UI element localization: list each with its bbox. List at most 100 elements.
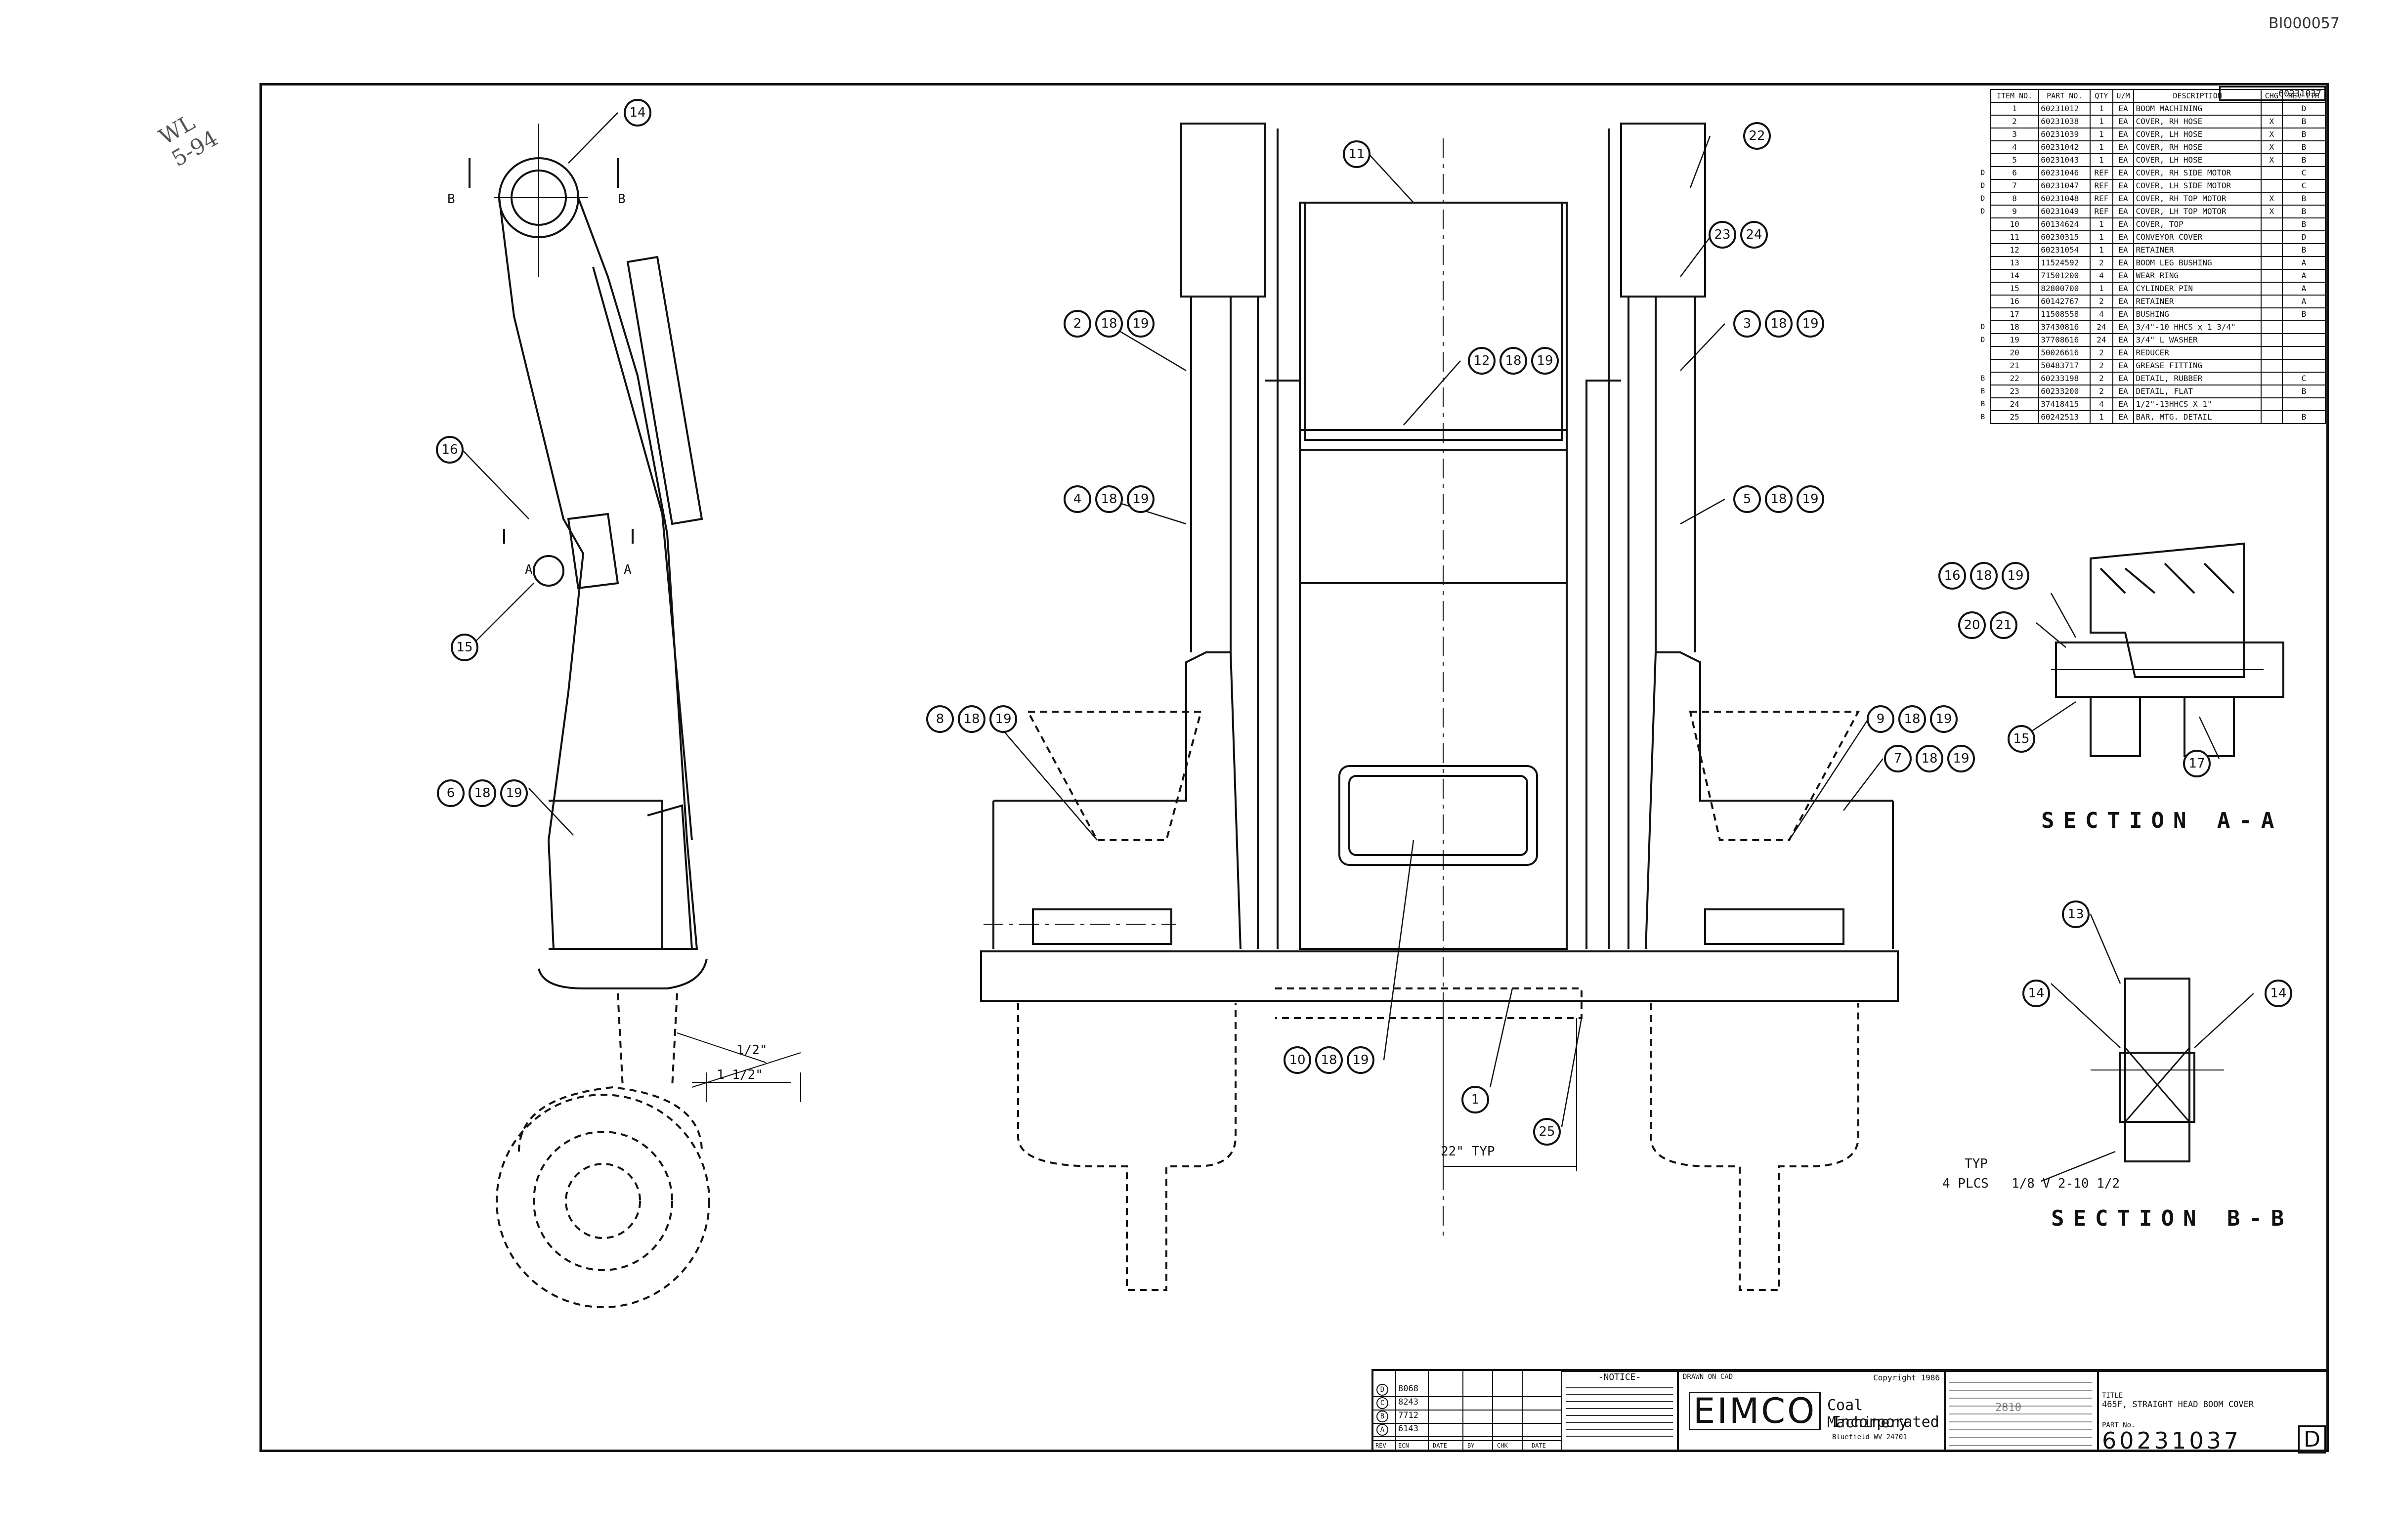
bom-item-no: 17 — [1989, 307, 2040, 321]
bom-chg: X — [2260, 115, 2283, 128]
revision-header-cell: BY — [1467, 1442, 1475, 1449]
bom-rev-mark — [1976, 115, 1990, 128]
bom-description: CYLINDER PIN — [2133, 282, 2262, 296]
bom-header-desc: DESCRIPTION — [2133, 89, 2262, 103]
bom-rev-ltr — [2281, 320, 2326, 334]
bill-of-materials-table: ITEM NO. PART NO. QTY U/M DESCRIPTION CH… — [1976, 89, 2326, 424]
bom-rev-mark: D — [1980, 336, 1985, 344]
bom-item-no: 7 — [1989, 179, 2040, 193]
bom-part-no: 60134624 — [2038, 217, 2091, 231]
copyright-text: Copyright 1986 — [1873, 1373, 1940, 1382]
bom-qty: 1 — [2090, 140, 2113, 154]
bom-rev-mark — [1976, 346, 1990, 359]
bom-rev-ltr — [2281, 333, 2326, 347]
bom-um: EA — [2112, 205, 2135, 218]
front-view — [980, 123, 1899, 1291]
bom-um: EA — [2112, 410, 2135, 424]
bom-item-no: 2 — [1989, 115, 2040, 128]
callout-2: 2 — [1064, 310, 1091, 338]
bom-rev-ltr — [2281, 346, 2326, 360]
bom-rev-ltr: B — [2281, 410, 2326, 424]
bom-qty: 1 — [2090, 282, 2113, 296]
bom-header-row: ITEM NO. PART NO. QTY U/M DESCRIPTION CH… — [1976, 89, 2326, 103]
bom-rev-mark: D — [1980, 208, 1985, 215]
bom-rev-ltr — [2281, 359, 2326, 373]
bom-description: WEAR RING — [2133, 269, 2262, 283]
bom-chg: X — [2260, 192, 2283, 206]
bom-qty: 24 — [2090, 333, 2113, 347]
bom-rev-ltr: B — [2281, 128, 2326, 141]
bom-rev-mark — [1976, 282, 1990, 295]
bom-description: COVER, RH SIDE MOTOR — [2133, 166, 2262, 180]
bom-um: EA — [2112, 359, 2135, 373]
section-a-a-view — [2051, 542, 2284, 757]
bom-header-chg: CHG — [2260, 89, 2283, 103]
bom-um: EA — [2112, 256, 2135, 270]
bom-chg — [2260, 243, 2283, 257]
bom-um: EA — [2112, 385, 2135, 398]
callout-5: 5 — [1733, 485, 1761, 513]
bom-qty: 2 — [2090, 256, 2113, 270]
bom-rev-ltr — [2281, 397, 2326, 411]
bom-chg — [2260, 282, 2283, 296]
bom-chg — [2260, 397, 2283, 411]
bom-item-no: 24 — [1989, 397, 2040, 411]
callout-23: 23 — [1709, 221, 1736, 249]
approval-lines — [1949, 1375, 2092, 1449]
bom-qty: 2 — [2090, 359, 2113, 373]
bom-qty: REF — [2090, 192, 2113, 206]
bom-description: 1/2"-13HHCS X 1" — [2133, 397, 2262, 411]
callout-9: 9 — [1867, 705, 1894, 733]
revision-letter: D — [1376, 1384, 1388, 1396]
bom-description: BOOM MACHINING — [2133, 102, 2262, 116]
callout-21: 21 — [1990, 611, 2017, 639]
company-line1: Coal Machinery — [1827, 1397, 1908, 1431]
dim-half-inch: 1/2" — [736, 1043, 768, 1058]
bom-description: 3/4" L WASHER — [2133, 333, 2262, 347]
callout-3: 3 — [1733, 310, 1761, 338]
bom-part-no: 11508558 — [2038, 307, 2091, 321]
bom-chg — [2260, 269, 2283, 283]
bom-description: RETAINER — [2133, 295, 2262, 308]
bom-chg — [2260, 307, 2283, 321]
doc-id: BI000057 — [2269, 15, 2340, 32]
callout-14: 14 — [2265, 980, 2292, 1007]
bom-header-qty: QTY — [2090, 89, 2113, 103]
bom-header-um: U/M — [2112, 89, 2135, 103]
bom-part-no: 37430816 — [2038, 320, 2091, 334]
bom-rev-ltr: B — [2281, 243, 2326, 257]
bom-rev-mark — [1976, 244, 1990, 257]
bom-rev-mark — [1976, 154, 1990, 167]
bom-rev-mark — [1976, 269, 1990, 282]
callout-12: 12 — [1468, 347, 1496, 375]
bom-item-no: 3 — [1989, 128, 2040, 141]
bom-part-no: 60242513 — [2038, 410, 2091, 424]
callout-18: 18 — [1095, 310, 1123, 338]
bom-chg — [2260, 295, 2283, 308]
bom-um: EA — [2112, 128, 2135, 141]
bom-um: EA — [2112, 269, 2135, 283]
notice-text-lines — [1566, 1384, 1673, 1439]
bom-rev-ltr: B — [2281, 307, 2326, 321]
bom-description: GREASE FITTING — [2133, 359, 2262, 373]
bom-description: COVER, LH SIDE MOTOR — [2133, 179, 2262, 193]
bom-item-no: 12 — [1989, 243, 2040, 257]
bom-item-no: 10 — [1989, 217, 2040, 231]
bom-qty: 2 — [2090, 346, 2113, 360]
bom-rev-mark — [1976, 102, 1990, 115]
callout-19: 19 — [2002, 562, 2029, 590]
bom-chg — [2260, 102, 2283, 116]
bom-rev-ltr: D — [2281, 102, 2326, 116]
bom-rev-ltr: A — [2281, 269, 2326, 283]
bom-um: EA — [2112, 295, 2135, 308]
section-a-arrow-right: A — [624, 562, 632, 577]
